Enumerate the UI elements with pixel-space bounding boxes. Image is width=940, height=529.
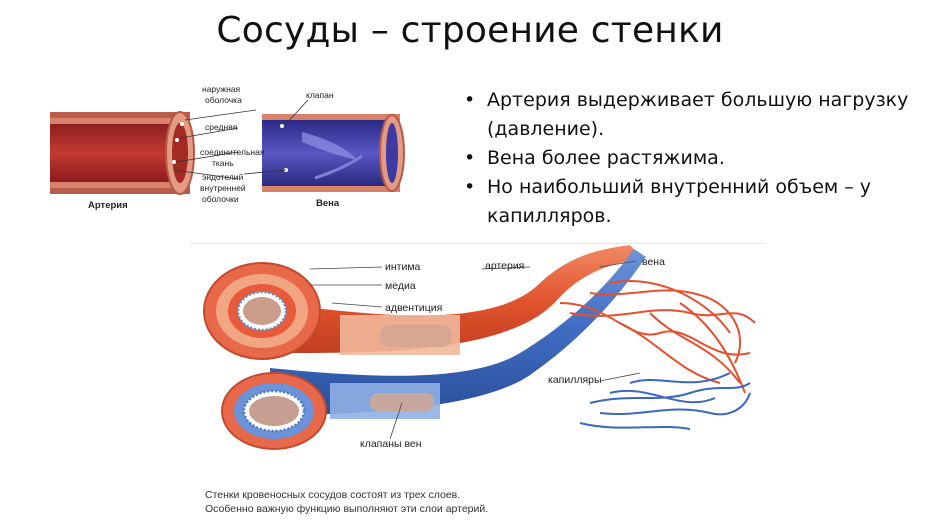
bullet-icon: •	[464, 176, 476, 198]
label-vein: Вена	[316, 198, 340, 209]
figure-caption: Стенки кровеносных сосудов состоят из тр…	[205, 488, 488, 516]
label-valve: клапан	[306, 90, 334, 100]
label-connective-2: ткань	[212, 158, 234, 168]
label-adventitia: адвентиция	[385, 302, 442, 314]
bullet-icon: •	[464, 89, 476, 111]
label-outer-2: оболочка	[205, 95, 242, 105]
label-artery: артерия	[485, 260, 524, 272]
artery-vein-diagram: наружная оболочка средняя соединительная…	[50, 84, 405, 211]
artery-section	[50, 111, 195, 195]
slide-title: Сосуды – строение стенки	[216, 10, 724, 51]
label-capillaries: капилляры	[548, 374, 602, 386]
label-endothelium-1: эндотелий	[202, 172, 243, 182]
bullet-item: •Артерия выдерживает большую нагрузку (д…	[462, 86, 912, 144]
label-endothelium-3: оболочки	[202, 194, 239, 204]
label-media: медиа	[385, 280, 416, 292]
label-artery: Артерия	[88, 200, 128, 211]
caption-line: Особенно важную функцию выполняют эти сл…	[205, 503, 489, 515]
capillary-network	[559, 280, 756, 430]
label-vein: вена	[642, 256, 665, 268]
label-valves: клапаны вен	[360, 438, 422, 450]
caption-line: Стенки кровеносных сосудов состоят из тр…	[205, 489, 461, 501]
vessel-wall-diagram: интима медиа адвентиция артерия вена кап…	[190, 243, 765, 450]
label-connective-1: соединительная	[200, 147, 265, 157]
bullet-list: •Артерия выдерживает большую нагрузку (д…	[462, 86, 912, 231]
label-endothelium-2: внутренней	[200, 183, 246, 193]
bullet-item: •Вена более растяжима.	[462, 144, 912, 173]
label-intima: интима	[385, 261, 421, 273]
label-middle: средняя	[205, 122, 238, 132]
label-outer-1: наружная	[202, 84, 241, 94]
vein-section	[262, 114, 405, 192]
artery-cross-section	[203, 262, 321, 360]
bullet-item: •Но наибольший внутренний объем – у капи…	[462, 173, 912, 231]
vein-cross-section	[221, 372, 327, 450]
bullet-icon: •	[464, 147, 476, 169]
